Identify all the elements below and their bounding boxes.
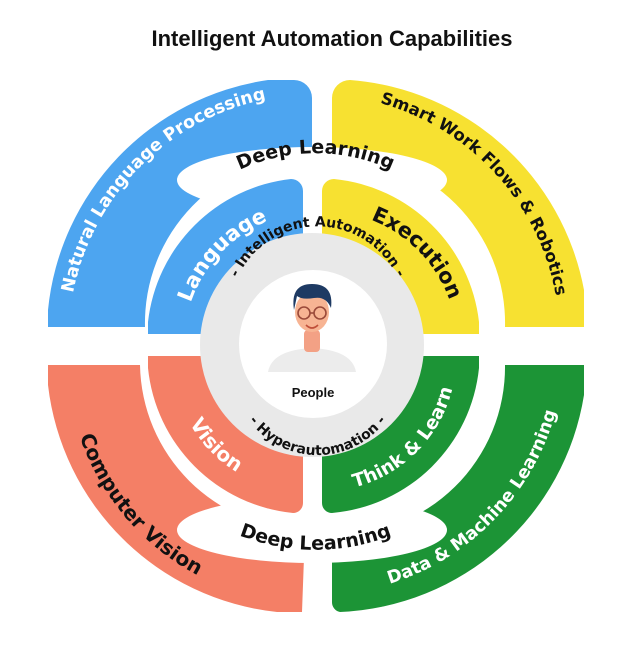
- sector-inner-top-right: [322, 179, 479, 334]
- center-label: People: [292, 385, 335, 400]
- sector-inner-bottom-left: [148, 356, 303, 513]
- band-bottom: [177, 497, 447, 563]
- page-title: Intelligent Automation Capabilities: [151, 26, 513, 51]
- sector-outer-top-right: [332, 80, 584, 327]
- person-avatar-icon: [268, 284, 356, 372]
- sector-outer-top-left: [48, 80, 312, 327]
- sector-inner-bottom-right: [322, 356, 479, 513]
- sector-inner-top-left: [148, 179, 303, 334]
